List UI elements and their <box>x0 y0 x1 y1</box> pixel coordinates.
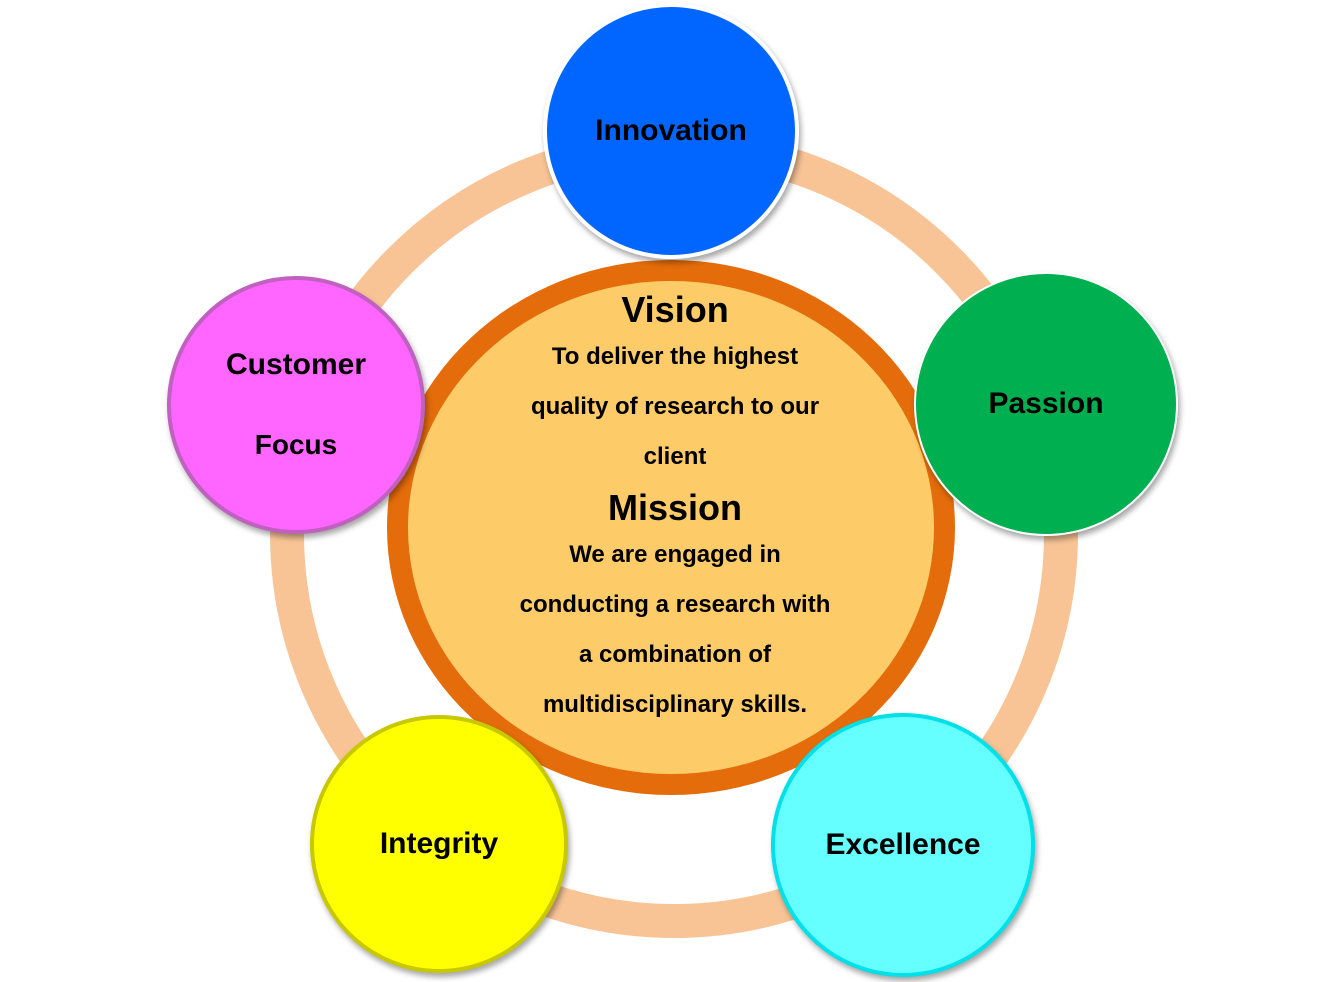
mission-line-3: a combination of <box>579 641 771 668</box>
mission-line-1: We are engaged in <box>569 541 781 568</box>
node-integrity-label: Integrity <box>379 827 499 860</box>
vision-mission-text: Vision To deliver the highest quality of… <box>470 288 880 730</box>
mission-line-2: conducting a research with <box>519 591 831 618</box>
vision-line-1: To deliver the highest <box>551 343 799 370</box>
node-excellence-label: Excellence <box>825 828 981 861</box>
node-customer-focus-line-2: Focus <box>254 429 338 460</box>
node-innovation: Innovation <box>543 3 799 259</box>
node-customer-focus-label: Customer Focus <box>226 325 366 485</box>
node-excellence: Excellence <box>771 713 1035 977</box>
node-passion: Passion <box>914 272 1178 536</box>
node-innovation-label: Innovation <box>595 114 747 147</box>
mission-title: Mission <box>607 487 742 528</box>
vision-line-3: client <box>643 443 707 470</box>
vision-line-2: quality of research to our <box>530 393 820 420</box>
node-passion-label: Passion <box>988 387 1104 420</box>
vision-title: Vision <box>621 289 729 330</box>
node-integrity: Integrity <box>310 715 568 973</box>
node-customer-focus-line-1: Customer <box>225 348 367 381</box>
node-customer-focus: Customer Focus <box>167 276 425 534</box>
mission-line-4: multidisciplinary skills. <box>542 691 808 718</box>
